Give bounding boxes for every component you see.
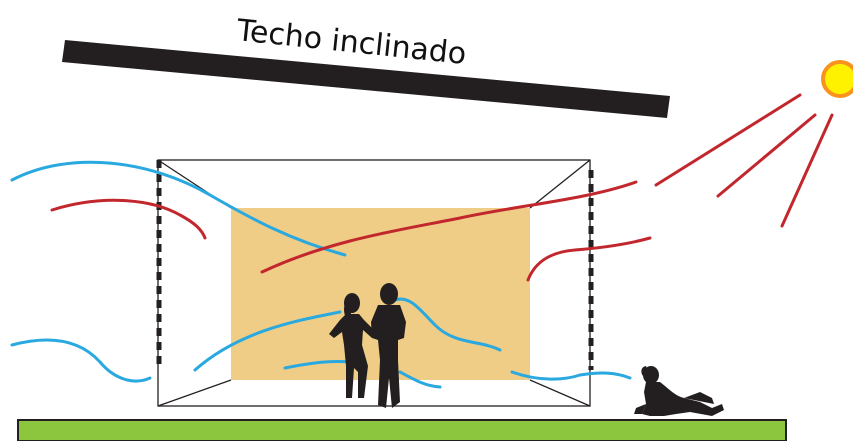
airflow-line bbox=[283, 360, 352, 370]
sun-ray bbox=[780, 113, 834, 228]
standing-people-icon bbox=[329, 283, 406, 408]
heat-line bbox=[526, 236, 652, 282]
airflow-line bbox=[193, 310, 342, 372]
airflow-line bbox=[398, 370, 442, 389]
airflow-line bbox=[10, 160, 347, 257]
sun-icon bbox=[821, 60, 853, 98]
airflow-lines bbox=[10, 160, 632, 389]
airflow-line bbox=[10, 338, 152, 383]
heat-line bbox=[260, 180, 638, 274]
ground bbox=[17, 419, 787, 441]
heat-lines bbox=[50, 93, 834, 282]
reclining-person-icon bbox=[634, 366, 724, 416]
sun-ray bbox=[654, 93, 802, 187]
sun-ray bbox=[716, 113, 817, 198]
airflow-line bbox=[393, 297, 502, 352]
sloped-roof bbox=[62, 40, 670, 118]
heat-line bbox=[50, 198, 207, 240]
standing-man-silhouette bbox=[371, 283, 406, 408]
standing-woman-silhouette bbox=[329, 293, 376, 398]
airflow-line bbox=[510, 370, 632, 381]
